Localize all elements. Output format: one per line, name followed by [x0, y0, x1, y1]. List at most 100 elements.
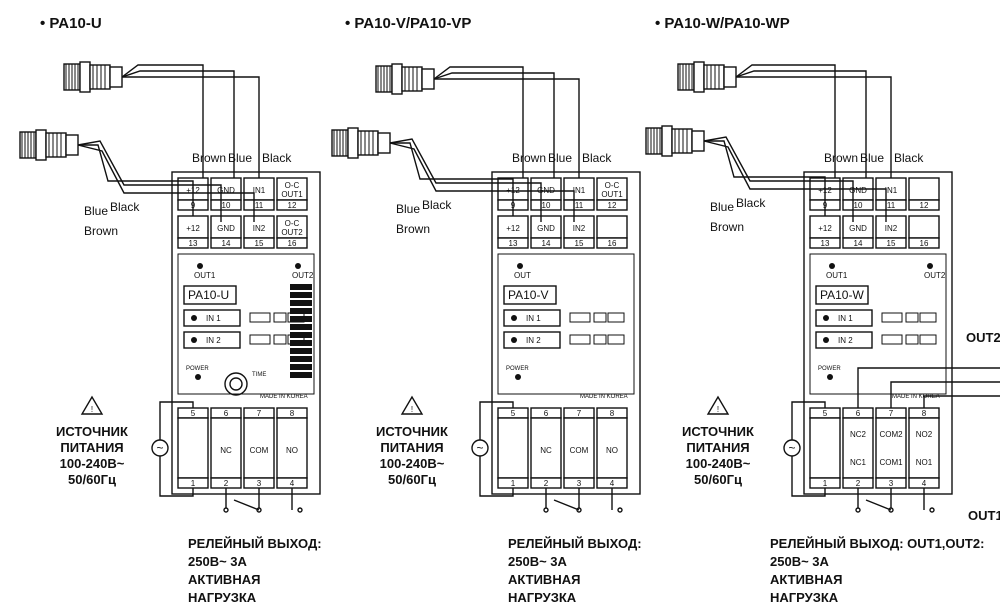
terminal-label: COM2: [879, 430, 903, 439]
relay-output-text: АКТИВНАЯ: [188, 572, 260, 587]
dip-switch-icon: [290, 324, 312, 330]
terminal-label: GND: [217, 186, 235, 195]
terminal-cell: [596, 215, 628, 239]
terminal-number: 5: [823, 409, 828, 418]
terminal-number: 10: [222, 201, 231, 210]
input-label: IN 1: [526, 314, 541, 323]
terminal-number: 14: [542, 239, 551, 248]
terminal-label: +12: [818, 224, 832, 233]
time-knob-icon: [224, 372, 248, 396]
wire-line: [923, 395, 1000, 408]
terminal-number: 7: [257, 409, 262, 418]
terminal-cell: [210, 417, 242, 479]
power-supply-text: ПИТАНИЯ: [686, 440, 749, 455]
input-led-icon: [823, 337, 829, 343]
dip-switch-icon: [290, 316, 312, 322]
terminal-label: NO: [606, 446, 618, 455]
wire-color-label: Blue: [84, 204, 108, 218]
terminal-num-cell: [210, 199, 242, 211]
sensor-tail: [723, 66, 737, 88]
made-in-label: MADE IN KOREA: [580, 394, 628, 400]
terminal-label: OUT1: [601, 190, 623, 199]
power-supply-text: 50/60Гц: [694, 472, 742, 487]
terminal-num-cell: [177, 237, 209, 249]
wire-line: [77, 144, 255, 222]
panel-title: • PA10-W/PA10-WP: [655, 15, 790, 32]
terminal-num-cell: [563, 199, 595, 211]
input-led-icon: [511, 315, 517, 321]
sensor-nut: [391, 63, 403, 95]
wire-color-label: Black: [894, 151, 924, 165]
terminal-cell: [908, 417, 940, 479]
relay-output-text: АКТИВНАЯ: [508, 572, 580, 587]
relay-output-text: 250В~ 3А: [188, 554, 248, 569]
wire-line: [703, 140, 887, 222]
sensor-tail: [421, 68, 435, 90]
terminal-label: GND: [849, 186, 867, 195]
relay-output-text: 250В~ 3А: [508, 554, 568, 569]
terminal-label: COM1: [879, 458, 903, 467]
terminal-number: 6: [856, 409, 861, 418]
proximity-sensor-icon: [677, 61, 737, 93]
terminal-number: 15: [887, 239, 896, 248]
front-panel: [497, 253, 635, 395]
terminal-number: 8: [610, 409, 615, 418]
relay-output-text: РЕЛЕЙНЫЙ ВЫХОД:: [188, 536, 322, 551]
terminal-num-cell: [842, 237, 874, 249]
wire-color-label: Black: [582, 151, 612, 165]
wire-line: [159, 401, 194, 440]
panel-pa10-u: • PA10-U+129GND10IN111O-COUT112+1213GND1…: [19, 15, 322, 605]
wire-line: [736, 76, 892, 178]
power-supply-text: ПИТАНИЯ: [60, 440, 123, 455]
wire-line: [389, 142, 575, 222]
terminal-number: 13: [821, 239, 830, 248]
terminal-num-cell: [530, 237, 562, 249]
time-knob-inner-icon: [229, 377, 243, 391]
power-supply-text: 50/60Гц: [68, 472, 116, 487]
wire-color-label: Blue: [860, 151, 884, 165]
proximity-sensor-icon: [19, 129, 79, 161]
ac-symbol-text: ~: [156, 441, 163, 455]
led-label: OUT: [514, 271, 531, 280]
power-label: POWER: [818, 366, 841, 372]
ac-source-icon: [151, 439, 169, 457]
terminal-number: 11: [575, 201, 584, 210]
terminal-number: 7: [889, 409, 894, 418]
terminal-number: 14: [854, 239, 863, 248]
relay-output-text: 250В~ 3А: [770, 554, 830, 569]
wire-color-label: Brown: [824, 151, 858, 165]
input-label: IN 1: [206, 314, 221, 323]
sensor-tail: [691, 130, 705, 152]
input-led-icon: [511, 337, 517, 343]
wire-line: [434, 78, 580, 178]
dip-switch-icon: [290, 284, 312, 290]
dip-switch-icon: [881, 312, 903, 323]
model-display: [183, 285, 237, 305]
terminal-number: 16: [608, 239, 617, 248]
terminal-number: 10: [542, 201, 551, 210]
terminal-label: +12: [186, 224, 200, 233]
dip-switch-icon: [905, 334, 919, 345]
terminal-label: NC2: [850, 430, 867, 439]
relay-contact-icon: [929, 507, 935, 513]
ac-symbol-text: ~: [788, 441, 795, 455]
terminal-num-cell: [243, 237, 275, 249]
led-label: OUT1: [194, 271, 216, 280]
power-led-icon: [515, 374, 521, 380]
wire-line: [791, 401, 826, 440]
wire-line: [433, 72, 555, 178]
panel-title: • PA10-V/PA10-VP: [345, 15, 471, 32]
terminal-label: IN2: [885, 224, 898, 233]
terminal-label: IN1: [573, 186, 586, 195]
terminal-number: 10: [854, 201, 863, 210]
dip-switch-icon: [290, 372, 312, 378]
terminal-label: NO: [286, 446, 298, 455]
terminal-num-cell: [276, 199, 308, 211]
warning-icon: [706, 395, 730, 415]
model-label: PA10-U: [188, 288, 229, 302]
relay-contact-icon: [223, 507, 229, 513]
dip-switch-icon: [569, 334, 591, 345]
knob-label: TIME: [252, 372, 266, 378]
terminal-num-cell: [908, 237, 940, 249]
